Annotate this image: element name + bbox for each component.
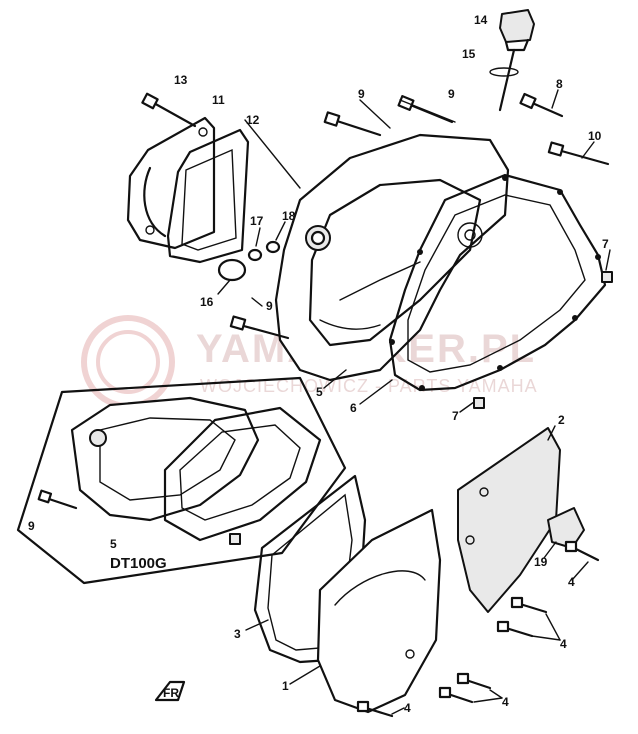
inset-dt100g: DT100G (16, 376, 347, 585)
callout-13: 13 (174, 73, 188, 87)
part-2-cover (457, 427, 561, 613)
callout-9b: 9 (448, 87, 455, 101)
callout-5b: 5 (110, 537, 117, 551)
callout-7a: 7 (602, 237, 609, 251)
part-6-gasket (388, 173, 607, 392)
callout-8: 8 (556, 77, 563, 91)
callout-9c: 9 (266, 299, 273, 313)
part-14-cap (489, 9, 535, 112)
inset-model-label: DT100G (110, 555, 167, 572)
callout-15: 15 (462, 47, 476, 61)
callout-4d: 4 (404, 701, 411, 715)
callout-9a: 9 (358, 87, 365, 101)
part-1-cover (316, 508, 442, 714)
part-11-cover (126, 116, 216, 250)
callout-6: 6 (350, 401, 357, 415)
callout-14: 14 (474, 13, 488, 27)
callout-16: 16 (200, 295, 214, 309)
callout-labels: 13 11 12 14 15 9 9 8 10 17 18 16 7 9 5 6… (28, 13, 609, 715)
callout-4a: 4 (568, 575, 575, 589)
fr-mark-text: FR (163, 686, 179, 700)
watermark-logo-inner (96, 330, 160, 394)
fr-direction-mark: FR (154, 680, 186, 702)
callout-4c: 4 (502, 695, 509, 709)
callout-11: 11 (212, 93, 225, 107)
callout-4b: 4 (560, 637, 567, 651)
part-15-o-ring (489, 67, 519, 77)
callout-7b: 7 (452, 409, 459, 423)
callout-17: 17 (250, 214, 264, 228)
part-12-gasket (166, 128, 250, 264)
callout-5: 5 (316, 385, 323, 399)
bolts-4 (356, 540, 600, 718)
callout-1: 1 (282, 679, 289, 693)
leader-lines (217, 89, 611, 715)
part-19-bracket (547, 507, 585, 549)
callout-9d: 9 (28, 519, 35, 533)
callout-3: 3 (234, 627, 241, 641)
part-5-crankcase-left (274, 133, 510, 382)
bolts-mid (229, 271, 613, 409)
callout-19: 19 (534, 555, 548, 569)
callout-2: 2 (558, 413, 565, 427)
part-13-bolt (141, 92, 197, 128)
callout-12: 12 (246, 113, 260, 127)
small-parts-16-18 (217, 240, 281, 282)
callout-18: 18 (282, 209, 296, 223)
callout-10: 10 (588, 129, 602, 143)
watermark-sub-text: WOJCIECHOWICZ - PARTS YAMAHA (200, 376, 538, 396)
